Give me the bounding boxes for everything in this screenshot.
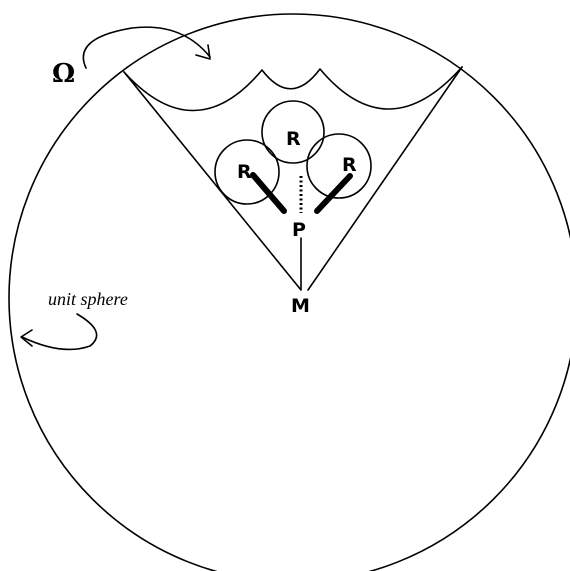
- unit-sphere-arrowhead-icon: [20, 329, 33, 347]
- unit-sphere-pointer-arrow: [21, 313, 98, 351]
- m-label: M: [291, 295, 310, 317]
- omega-label: Ω: [52, 59, 75, 89]
- r-circle-right: [306, 133, 372, 199]
- bond-right-r-to-p: [314, 173, 353, 214]
- unit-sphere-label: unit sphere: [48, 289, 128, 309]
- omega-region-boundary: [123, 66, 463, 112]
- r-circle-left: [214, 139, 280, 205]
- omega-pointer-arrow: [82, 26, 211, 69]
- bond-left-r-to-p: [250, 172, 287, 214]
- unit-sphere-circle: [8, 13, 570, 571]
- r-label-left: R: [237, 161, 252, 183]
- p-label: P: [292, 219, 306, 241]
- r-label-right: R: [342, 154, 357, 176]
- r-circle-top: [261, 100, 325, 164]
- omega-arrowhead-icon: [195, 44, 211, 60]
- cone-right-edge: [307, 66, 463, 291]
- cone-left-edge: [123, 71, 302, 291]
- r-label-top: R: [286, 128, 301, 150]
